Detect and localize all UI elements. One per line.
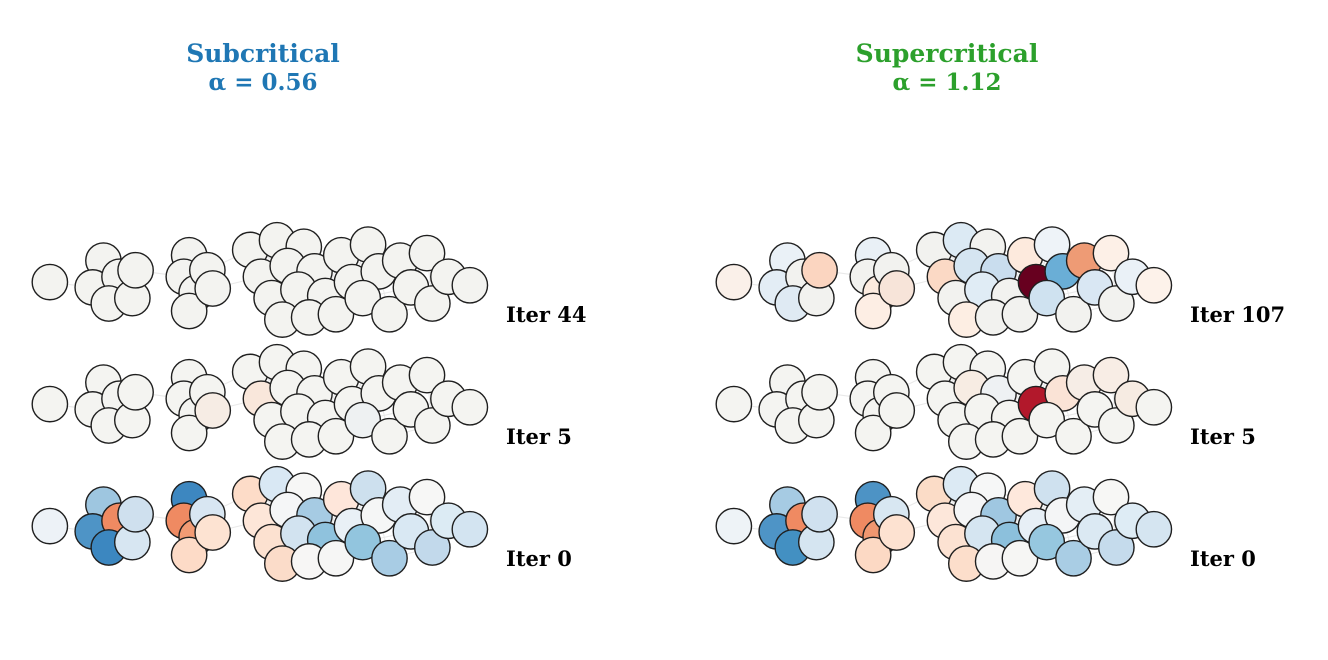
network-svg xyxy=(715,343,1173,460)
network-node xyxy=(317,295,355,333)
iteration-label: Iter 5 xyxy=(1190,424,1256,449)
network-node xyxy=(715,263,753,301)
network-node xyxy=(31,385,69,423)
panel-alpha-label: α = 1.12 xyxy=(892,69,1002,97)
panel-title: Subcritical xyxy=(186,39,340,68)
network-node xyxy=(715,507,753,545)
network-node xyxy=(1135,388,1173,426)
network-row: Iter 0 xyxy=(712,464,1285,585)
network-node xyxy=(371,417,408,455)
network-node xyxy=(1097,529,1135,566)
panel-title-block: Subcritical α = 0.56 xyxy=(28,38,498,98)
network-node xyxy=(1055,539,1092,577)
network-node xyxy=(1135,266,1173,304)
network-node xyxy=(1028,279,1066,317)
network-node xyxy=(1092,234,1130,272)
network-node xyxy=(1092,356,1130,394)
network-row: Iter 44 xyxy=(28,220,586,341)
network-node xyxy=(344,523,382,561)
network-node xyxy=(715,385,753,423)
network-node xyxy=(451,266,489,304)
iteration-label: Iter 5 xyxy=(506,424,572,449)
network-node xyxy=(1001,539,1039,577)
panel-title-block: Supercritical α = 1.12 xyxy=(712,38,1182,98)
network-node xyxy=(194,270,232,307)
network-svg xyxy=(715,221,1173,338)
network-node xyxy=(1092,478,1130,516)
network-row: Iter 5 xyxy=(712,342,1285,463)
network-node xyxy=(1097,285,1135,322)
network-node xyxy=(371,295,408,333)
iteration-label: Iter 107 xyxy=(1190,302,1286,327)
network-node xyxy=(413,407,451,444)
network-node xyxy=(408,234,446,272)
network-node xyxy=(371,539,408,577)
network-node xyxy=(317,539,355,577)
network-node xyxy=(854,292,892,330)
network-node xyxy=(170,292,208,330)
network-node xyxy=(878,270,916,307)
network-node xyxy=(801,495,838,533)
network-node xyxy=(344,279,382,317)
network-node xyxy=(801,373,838,411)
network-node xyxy=(801,251,838,289)
network-node xyxy=(117,251,154,289)
network-node xyxy=(413,285,451,322)
network-node xyxy=(408,356,446,394)
network-node xyxy=(878,514,916,551)
network-node xyxy=(1097,407,1135,444)
panel-subcritical: Subcritical α = 0.56 Iter 44 Iter 5 Iter 0 xyxy=(28,0,648,660)
network-node xyxy=(451,388,489,426)
network-svg xyxy=(31,465,489,582)
network-node xyxy=(408,478,446,516)
network-svg xyxy=(715,465,1173,582)
network-node xyxy=(344,401,382,439)
network-node xyxy=(194,392,232,429)
network-node xyxy=(117,373,154,411)
network-rows: Iter 44 Iter 5 Iter 0 xyxy=(28,220,586,585)
network-node xyxy=(1001,295,1039,333)
network-node xyxy=(317,417,355,455)
network-row: Iter 5 xyxy=(28,342,586,463)
network-node xyxy=(170,414,208,452)
network-node xyxy=(170,536,208,574)
iteration-label: Iter 0 xyxy=(506,546,572,571)
network-node xyxy=(1028,523,1066,561)
network-node xyxy=(1055,417,1092,455)
network-node xyxy=(31,507,69,545)
network-node xyxy=(878,392,916,429)
iteration-label: Iter 44 xyxy=(506,302,587,327)
network-svg xyxy=(31,343,489,460)
network-node xyxy=(31,263,69,301)
network-node xyxy=(854,414,892,452)
network-node xyxy=(117,495,154,533)
network-node xyxy=(194,514,232,551)
network-node xyxy=(854,536,892,574)
network-node xyxy=(1055,295,1092,333)
network-node xyxy=(1135,510,1173,548)
panel-title: Supercritical xyxy=(855,39,1039,68)
network-node xyxy=(451,510,489,548)
network-node xyxy=(413,529,451,566)
iteration-label: Iter 0 xyxy=(1190,546,1256,571)
network-node xyxy=(1001,417,1039,455)
network-node xyxy=(1028,401,1066,439)
network-row: Iter 107 xyxy=(712,220,1285,341)
panel-alpha-label: α = 0.56 xyxy=(208,69,318,97)
network-svg xyxy=(31,221,489,338)
network-row: Iter 0 xyxy=(28,464,586,585)
